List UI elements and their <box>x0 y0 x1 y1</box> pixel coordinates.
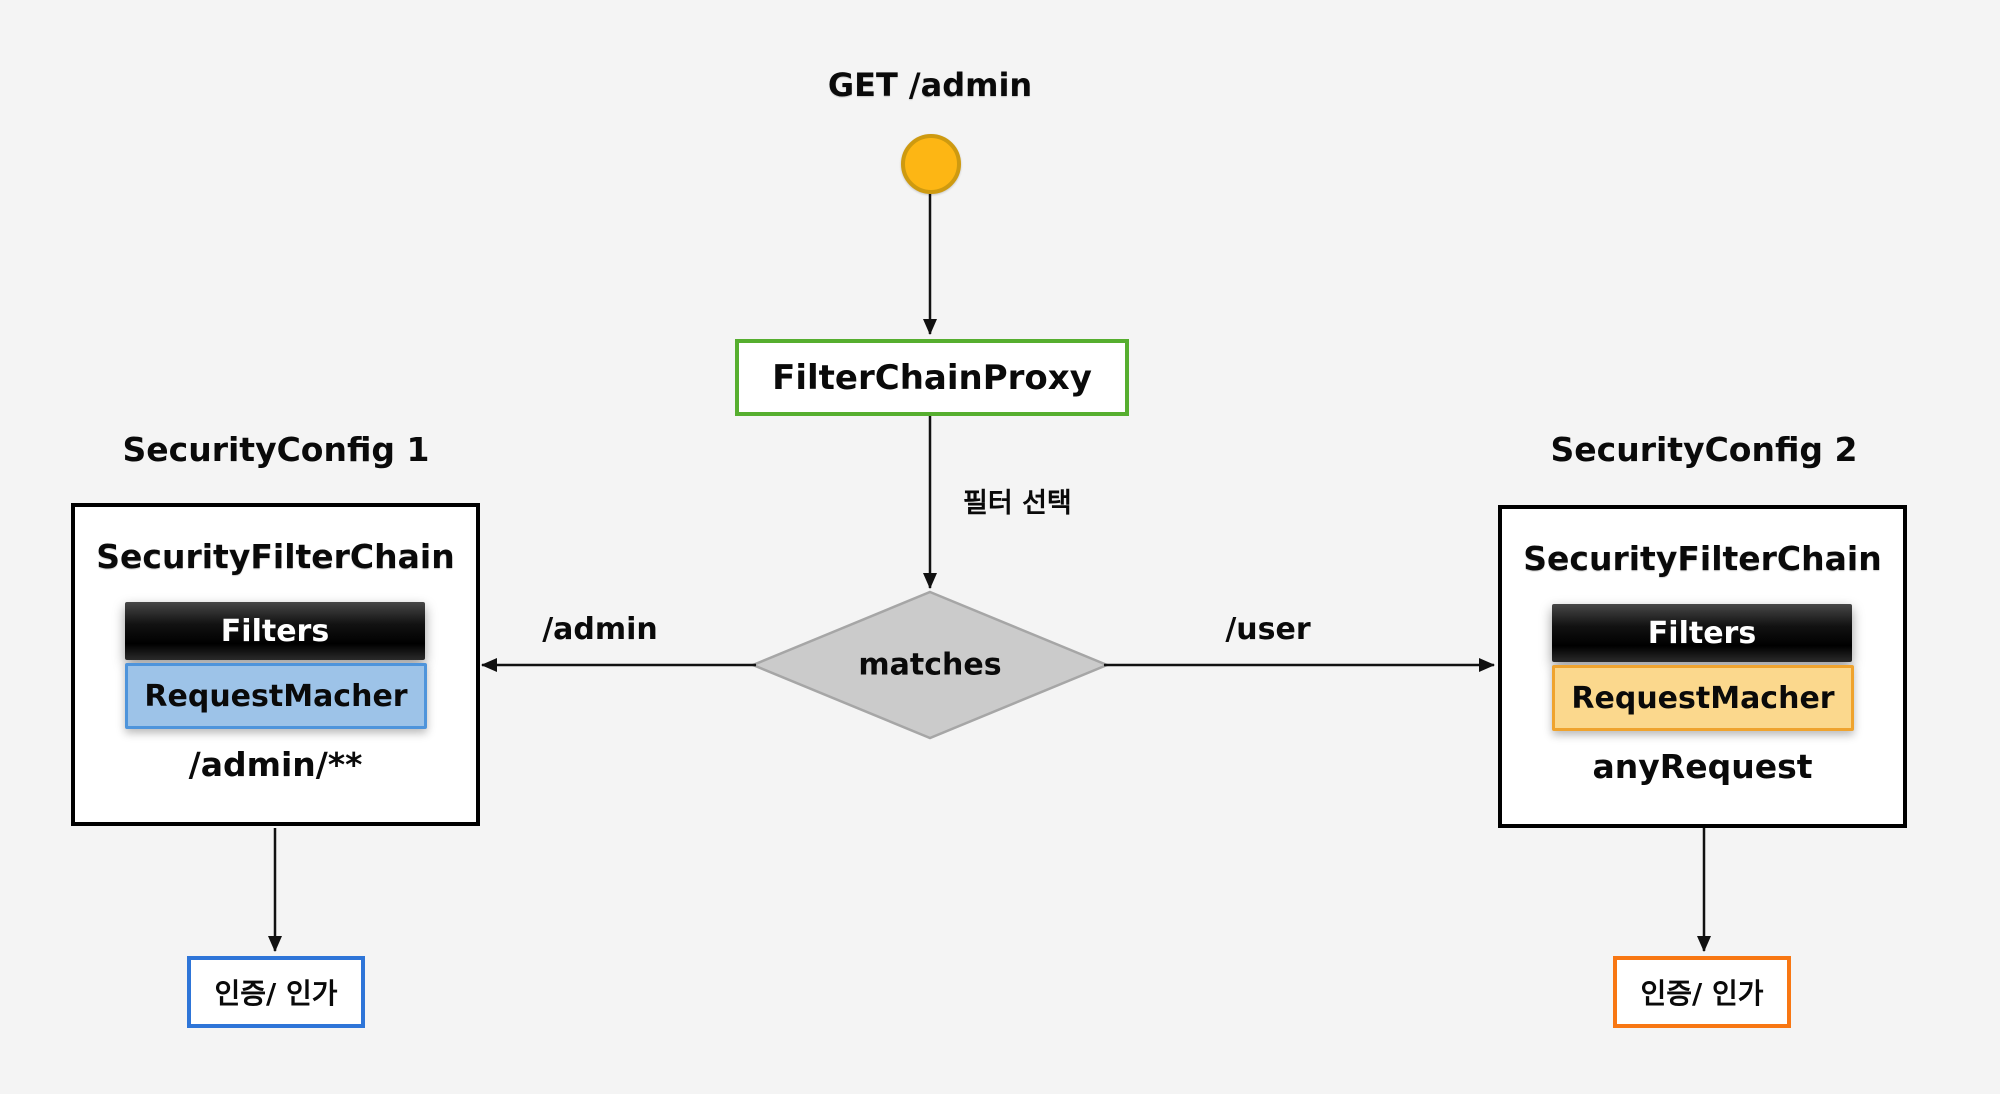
branch-user-label: /user <box>1225 612 1311 647</box>
config2-filters-bar: Filters <box>1552 604 1852 662</box>
config1-pattern-label: /admin/** <box>188 745 363 784</box>
config1-request-matcher-bar: RequestMacher <box>125 663 427 729</box>
request-label: GET /admin <box>827 66 1033 104</box>
filter-chain-proxy-box: FilterChainProxy <box>735 339 1129 416</box>
config1-box: SecurityFilterChain Filters RequestMache… <box>71 503 480 826</box>
config1-request-matcher-label: RequestMacher <box>144 678 408 714</box>
config1-filters-bar: Filters <box>125 602 425 660</box>
config2-request-matcher-bar: RequestMacher <box>1552 665 1854 731</box>
config1-filters-label: Filters <box>220 613 330 649</box>
decision-label: matches <box>858 647 1002 683</box>
config2-outcome-label: 인증/ 인가 <box>1640 977 1764 1010</box>
config2-pattern-label: anyRequest <box>1592 747 1813 786</box>
start-node-circle <box>901 134 961 194</box>
decision-diamond <box>749 590 1111 740</box>
config2-filters-label: Filters <box>1647 615 1757 651</box>
branch-admin-label: /admin <box>542 612 658 647</box>
config1-outcome-box: 인증/ 인가 <box>187 956 365 1028</box>
config1-title: SecurityConfig 1 <box>122 430 430 469</box>
config2-request-matcher-label: RequestMacher <box>1571 680 1835 716</box>
filter-selection-label: 필터 선택 <box>963 488 1072 519</box>
filter-chain-proxy-label: FilterChainProxy <box>772 357 1092 398</box>
config1-chain-label: SecurityFilterChain <box>96 537 455 576</box>
config2-chain-label: SecurityFilterChain <box>1523 539 1882 578</box>
config2-outcome-box: 인증/ 인가 <box>1613 956 1791 1028</box>
config2-box: SecurityFilterChain Filters RequestMache… <box>1498 505 1907 828</box>
config1-outcome-label: 인증/ 인가 <box>214 977 338 1010</box>
config2-title: SecurityConfig 2 <box>1550 430 1858 469</box>
